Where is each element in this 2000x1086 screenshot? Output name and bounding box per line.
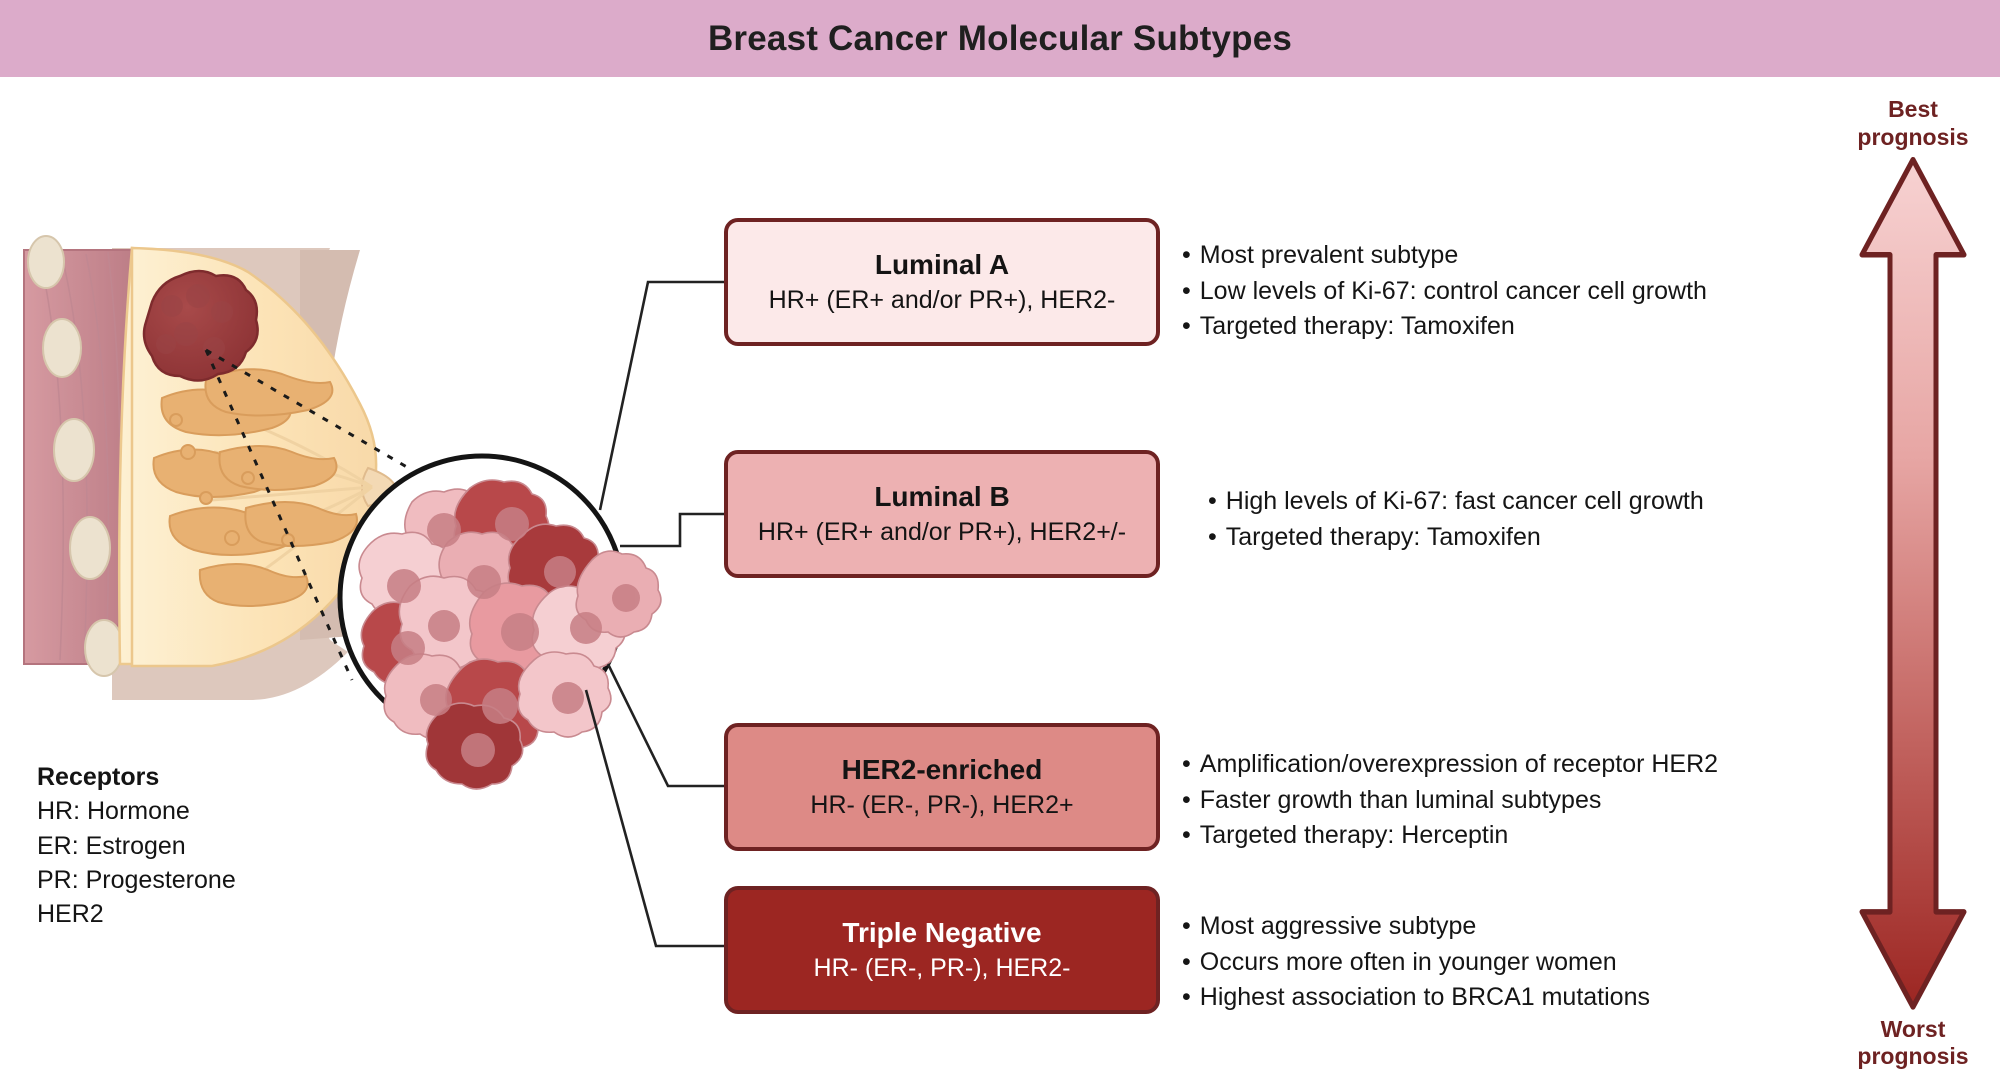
subtype-title: Luminal B xyxy=(874,480,1010,512)
double-headed-arrow-icon xyxy=(1859,157,1967,1010)
list-item: Faster growth than luminal subtypes xyxy=(1182,783,1718,819)
page-title: Breast Cancer Molecular Subtypes xyxy=(707,18,1293,58)
subtype-box-triple-negative[interactable]: Triple Negative HR- (ER-, PR-), HER2- xyxy=(724,886,1160,1014)
best-prognosis-line2: prognosis xyxy=(1857,123,1969,150)
worst-prognosis-line1: Worst xyxy=(1880,1015,1946,1042)
list-item: High levels of Ki-67: fast cancer cell g… xyxy=(1208,484,1704,520)
legend-entry-er: ER: Estrogen xyxy=(37,831,186,860)
subtype-receptor-status: HR+ (ER+ and/or PR+), HER2+/- xyxy=(757,517,1127,546)
breast-cross-section xyxy=(23,235,398,700)
prognosis-arrow-area xyxy=(1838,151,1988,1016)
bullet-list-luminal-a: Most prevalent subtype Low levels of Ki-… xyxy=(1182,238,1707,345)
tumor-mass xyxy=(142,269,259,382)
connector-lines xyxy=(584,280,724,948)
list-item: Targeted therapy: Herceptin xyxy=(1182,818,1718,854)
prognosis-scale: Best prognosis Worst prognosis xyxy=(1838,96,1988,1071)
bullet-list-her2-enriched: Amplification/overexpression of receptor… xyxy=(1182,747,1718,854)
best-prognosis-line1: Best xyxy=(1888,96,1938,122)
bullet-list-triple-negative: Most aggressive subtype Occurs more ofte… xyxy=(1182,909,1650,1016)
legend-title: Receptors xyxy=(37,763,160,791)
subtype-box-luminal-a[interactable]: Luminal A HR+ (ER+ and/or PR+), HER2- xyxy=(724,218,1160,346)
ribs xyxy=(27,235,124,677)
best-prognosis-label: Best prognosis xyxy=(1857,96,1968,151)
legend-entry-hr: HR: Hormone xyxy=(37,797,190,826)
header-bar: Breast Cancer Molecular Subtypes xyxy=(0,0,2000,77)
mammary-lobules xyxy=(152,368,358,607)
cancer-cell-cluster xyxy=(337,453,662,790)
subtype-title: HER2-enriched xyxy=(841,753,1043,785)
subtype-box-her2-enriched[interactable]: HER2-enriched HR- (ER-, PR-), HER2+ xyxy=(724,723,1160,851)
subtype-receptor-status: HR- (ER-, PR-), HER2- xyxy=(813,953,1071,982)
magnifier-leader-lines xyxy=(204,348,413,681)
subtype-box-luminal-b[interactable]: Luminal B HR+ (ER+ and/or PR+), HER2+/- xyxy=(724,450,1160,578)
worst-prognosis-label: Worst prognosis xyxy=(1857,1016,1968,1071)
bullet-list-luminal-b: High levels of Ki-67: fast cancer cell g… xyxy=(1208,484,1704,555)
list-item: Highest association to BRCA1 mutations xyxy=(1182,980,1650,1016)
subtype-title: Triple Negative xyxy=(842,916,1042,948)
legend-entry-her2: HER2 xyxy=(37,900,104,928)
list-item: Targeted therapy: Tamoxifen xyxy=(1208,520,1704,556)
list-item: Occurs more often in younger women xyxy=(1182,945,1650,981)
list-item: Most aggressive subtype xyxy=(1182,909,1650,945)
list-item: Amplification/overexpression of receptor… xyxy=(1182,747,1718,783)
legend-entry-pr: PR: Progesterone xyxy=(37,865,236,894)
subtype-receptor-status: HR- (ER-, PR-), HER2+ xyxy=(810,790,1074,819)
list-item: Low levels of Ki-67: control cancer cell… xyxy=(1182,274,1707,310)
worst-prognosis-line2: prognosis xyxy=(1857,1043,1969,1070)
subtype-receptor-status: HR+ (ER+ and/or PR+), HER2- xyxy=(768,285,1116,314)
subtype-title: Luminal A xyxy=(874,248,1010,280)
receptors-legend: Receptors HR: Hormone ER: Estrogen PR: P… xyxy=(37,760,236,931)
list-item: Most prevalent subtype xyxy=(1182,238,1707,274)
list-item: Targeted therapy: Tamoxifen xyxy=(1182,309,1707,345)
